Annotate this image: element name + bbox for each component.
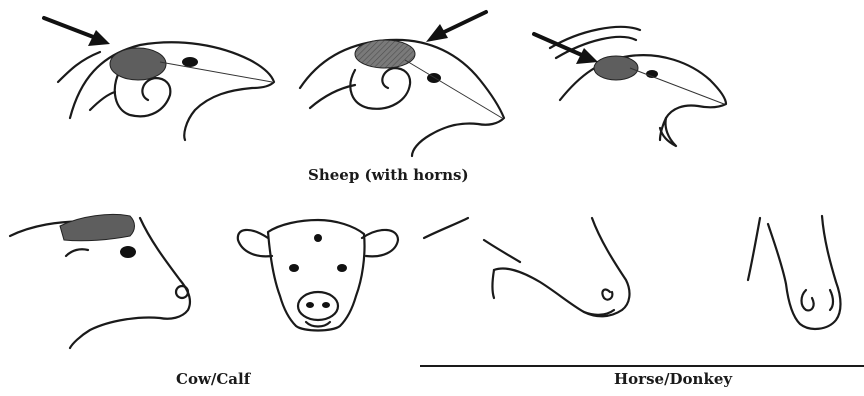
eye	[120, 246, 136, 258]
caption-sheep: Sheep (with horns)	[308, 166, 469, 184]
eye	[182, 57, 198, 67]
right-eye	[337, 264, 347, 272]
sheep-head-1	[58, 42, 274, 140]
sheep-2-arrow-icon	[426, 12, 486, 42]
sheep-head-2	[300, 40, 504, 156]
brain-shading	[60, 214, 135, 240]
left-eye	[289, 264, 299, 272]
sheep-1-arrow-icon	[44, 18, 110, 46]
reference-line	[160, 62, 272, 82]
brain-shading	[110, 48, 166, 80]
poll-marker	[314, 234, 322, 242]
caption-cow: Cow/Calf	[176, 370, 250, 388]
cow-head-profile	[10, 214, 190, 348]
calf-head-front	[238, 220, 398, 331]
horse-head-profile	[424, 218, 629, 316]
brain-shading	[594, 56, 638, 80]
donkey-head-front	[748, 216, 841, 329]
caption-horse: Horse/Donkey	[614, 370, 732, 388]
muzzle	[298, 292, 338, 320]
goat-head	[550, 27, 726, 146]
nostril	[176, 286, 188, 298]
reference-line	[630, 68, 724, 104]
